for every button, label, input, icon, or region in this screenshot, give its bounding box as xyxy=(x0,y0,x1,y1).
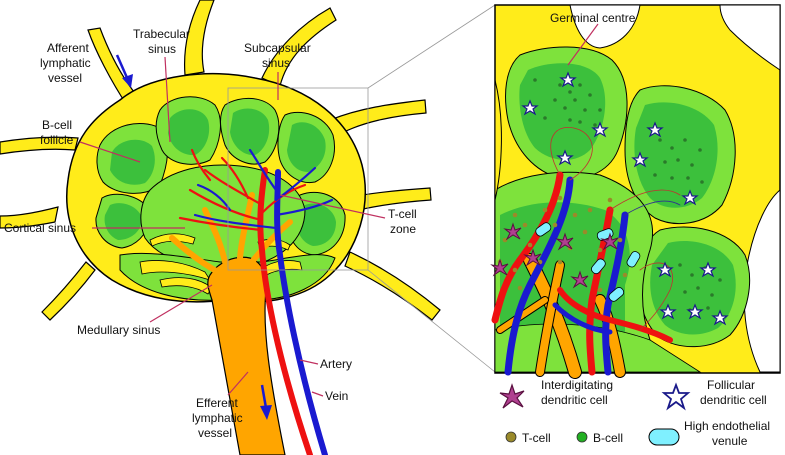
afferent-flow-arrow xyxy=(115,54,130,81)
tcell-dot-icon xyxy=(505,431,517,443)
lymph-node xyxy=(0,0,441,455)
zoom-guide-lines xyxy=(227,4,496,373)
legend-hev-2: venule xyxy=(712,434,748,448)
efferent-label-2: lymphatic xyxy=(192,411,243,425)
legend-bcell: B-cell xyxy=(576,431,623,445)
afferent-label-3: vessel xyxy=(48,71,82,85)
artery-leader xyxy=(299,359,319,365)
efferent-flow-arrow xyxy=(260,384,268,409)
trabecular-leader xyxy=(164,56,171,143)
afferent-arrowhead xyxy=(122,74,133,88)
tcell-zone-label-1: T-cell xyxy=(388,207,417,221)
zoom-interdigitating-dc xyxy=(490,222,619,289)
vein-label: Vein xyxy=(325,389,348,403)
efferent-label-3: vessel xyxy=(198,426,232,440)
legend-interdigitating-1: Interdigitating xyxy=(541,378,613,392)
node-labels: Afferent lymphatic vessel Trabecular sin… xyxy=(4,27,417,440)
bcell-follicle-label-2: follicle xyxy=(40,133,74,147)
efferent-branches xyxy=(169,192,293,275)
legend-hev: High endothelial venule xyxy=(648,419,770,448)
bcell-follicle-label-1: B-cell xyxy=(42,118,72,132)
afferent-label-2: lymphatic xyxy=(40,56,91,70)
germinal-centre-leader xyxy=(567,23,599,66)
legend-interdigitating: Interdigitating dendritic cell xyxy=(499,378,613,409)
legend-tcell: T-cell xyxy=(505,431,551,445)
germinal-centre-label: Germinal centre xyxy=(550,11,636,25)
bcell-follicle-leader xyxy=(79,141,141,163)
zoom-panel: Germinal centre xyxy=(490,4,781,379)
efferent-label-1: Efferent xyxy=(196,396,238,410)
tcell-zone-label-2: zone xyxy=(390,222,416,236)
zoom-bcells xyxy=(533,78,722,312)
legend: Interdigitating dendritic cell Follicula… xyxy=(499,378,770,448)
vein-leader xyxy=(311,391,324,397)
legend-follicular: Follicular dendritic cell xyxy=(661,378,767,411)
zoom-follicular-dc xyxy=(521,71,729,326)
cortical-sinus-label: Cortical sinus xyxy=(4,221,76,235)
legend-bcell-label: B-cell xyxy=(593,431,623,445)
efferent-arrowhead xyxy=(260,405,272,420)
medullary-sinus-label: Medullary sinus xyxy=(77,323,160,337)
trabecular-label-1: Trabecular xyxy=(133,27,190,41)
legend-hev-1: High endothelial xyxy=(684,419,770,433)
afferent-label-1: Afferent xyxy=(47,41,89,55)
subcapsular-label-2: sinus xyxy=(262,56,290,70)
follicular-dc-icon xyxy=(661,382,691,411)
node-follicles xyxy=(95,96,346,256)
medullary-sinus-leader xyxy=(149,284,213,323)
bcell-dot-icon xyxy=(576,431,588,443)
legend-interdigitating-2: dendritic cell xyxy=(541,393,608,407)
blood-vessels-node xyxy=(178,148,334,455)
legend-tcell-label: T-cell xyxy=(522,431,551,445)
subcapsular-label-1: Subcapsular xyxy=(244,41,311,55)
interdigitating-dc-icon xyxy=(499,383,525,409)
efferent-leader xyxy=(227,371,249,396)
afferent-vessels xyxy=(0,0,441,321)
legend-follicular-1: Follicular xyxy=(707,378,755,392)
tcell-zone-leader xyxy=(279,194,386,219)
legend-follicular-2: dendritic cell xyxy=(700,393,767,407)
trabecular-label-2: sinus xyxy=(148,42,176,56)
hev-icon xyxy=(648,428,680,446)
artery-label: Artery xyxy=(320,357,352,371)
